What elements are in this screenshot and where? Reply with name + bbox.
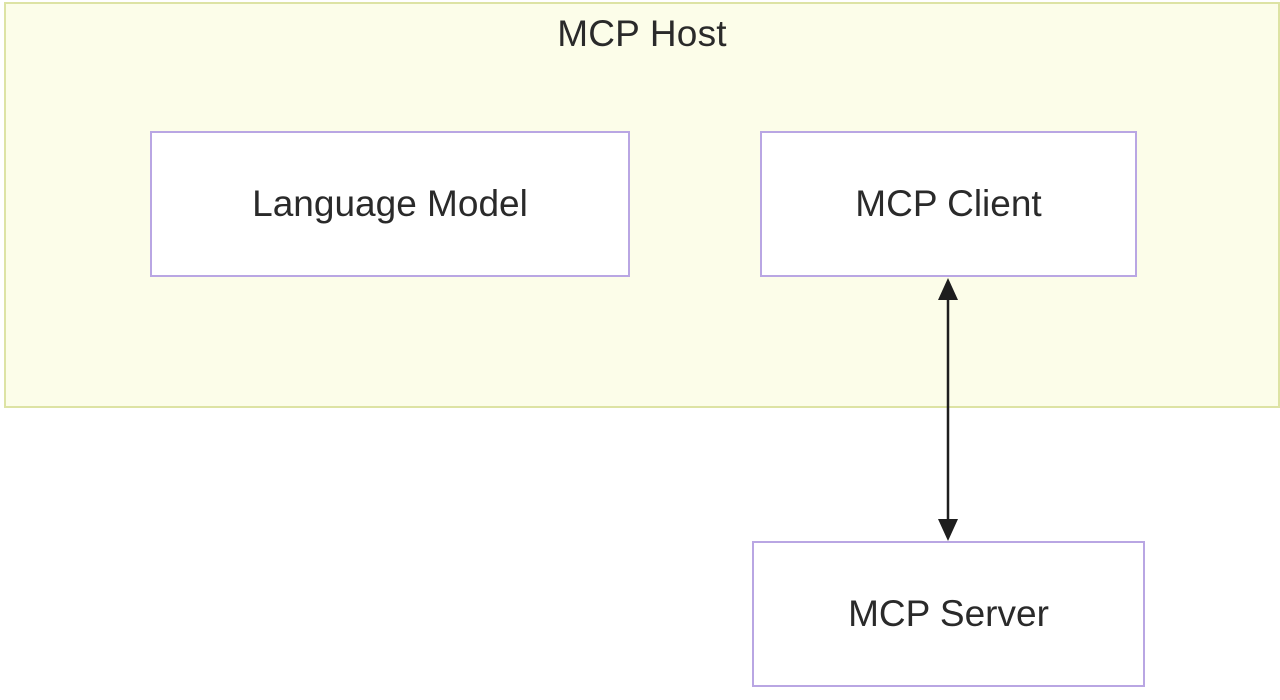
arrowhead-down-icon [938,519,958,541]
mcp-client-label: MCP Client [855,183,1042,224]
language-model-node: Language Model [150,131,630,277]
mcp-host-title: MCP Host [557,13,727,54]
mcp-server-label: MCP Server [848,593,1049,634]
mcp-client-node: MCP Client [760,131,1137,277]
language-model-label: Language Model [252,183,528,224]
mcp-server-node: MCP Server [752,541,1145,687]
